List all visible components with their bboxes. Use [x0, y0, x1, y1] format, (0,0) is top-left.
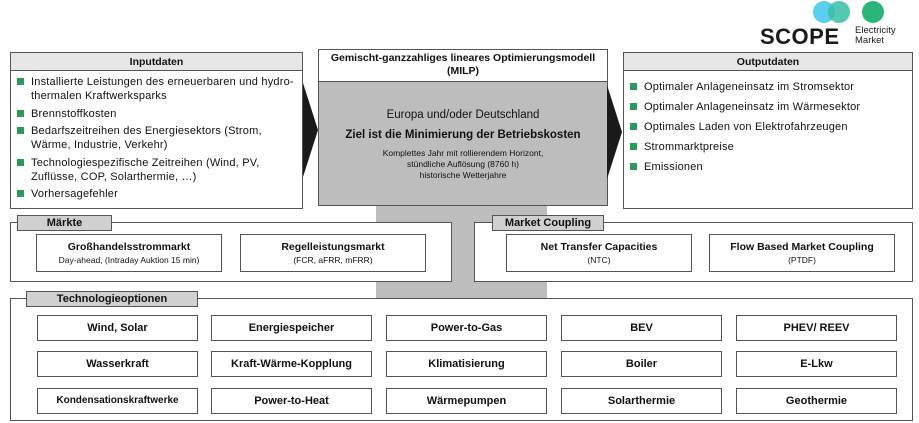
model-title-line1: Gemischt-ganzzahliges lineares Optimieru…	[330, 52, 596, 64]
bullet-square-icon	[17, 127, 24, 134]
tech-option: Boiler	[561, 351, 722, 377]
coupling-box-fbmc: Flow Based Market Coupling (PTDF)	[709, 234, 895, 272]
tech-option: Wind, Solar	[37, 315, 198, 341]
bullet-square-icon	[630, 83, 637, 90]
market-box-sub: (FCR, aFRR, mFRR)	[293, 255, 373, 265]
tech-option: Klimatisierung	[386, 351, 547, 377]
input-list-item: Technologiespezifische Zeitreihen (Wind,…	[17, 156, 298, 184]
output-list-item: Strommarktpreise	[630, 140, 908, 154]
coupling-tag: Market Coupling	[492, 215, 604, 231]
input-list-item: Brennstoffkosten	[17, 107, 298, 121]
coupling-box-title: Flow Based Market Coupling	[730, 241, 874, 253]
arrow-right-icon	[607, 85, 622, 179]
output-list-item: Optimaler Anlageneinsatz im Stromsektor	[630, 80, 908, 94]
output-list-item: Optimales Laden von Elektrofahrzeugen	[630, 120, 908, 134]
model-region: Europa und/oder Deutschland	[386, 109, 540, 121]
tech-option: Wärmepumpen	[386, 388, 547, 414]
output-list: Optimaler Anlageneinsatz im Stromsektor …	[630, 80, 908, 180]
tech-option: BEV	[561, 315, 722, 341]
tech-option: Power-to-Heat	[211, 388, 372, 414]
market-box-wholesale: Großhandelsstrommarkt Day-ahead, (Intrad…	[36, 234, 222, 272]
logo-subtitle: Electricity Market	[855, 26, 896, 46]
bullet-square-icon	[630, 123, 637, 130]
market-box-sub: Day-ahead, (Intraday Auktion 15 min)	[58, 255, 200, 265]
tech-option: Wasserkraft	[37, 351, 198, 377]
output-list-item: Emissionen	[630, 160, 908, 174]
tech-tag: Technologieoptionen	[26, 291, 198, 307]
model-goal: Ziel ist die Minimierung der Betriebskos…	[345, 129, 581, 141]
tech-option: Geothermie	[736, 388, 897, 414]
output-list-item: Optimaler Anlageneinsatz im Wärmesektor	[630, 100, 908, 114]
model-title: Gemischt-ganzzahliges lineares Optimieru…	[319, 50, 607, 82]
tech-option: Energiespeicher	[211, 315, 372, 341]
input-list-item: Bedarfszeitreihen des Energiesektors (St…	[17, 124, 298, 152]
coupling-box-sub: (NTC)	[587, 255, 611, 265]
bullet-square-icon	[630, 163, 637, 170]
tech-option: PHEV/ REEV	[736, 315, 897, 341]
tech-option: Kraft-Wärme-Kopplung	[211, 351, 372, 377]
model-detail-line2: stündliche Auflösung (8760 h)	[407, 159, 519, 169]
output-panel-title: Outputdaten	[624, 53, 912, 71]
arrow-right-icon	[303, 83, 318, 177]
tech-option: Kondensationskraftwerke	[37, 388, 198, 414]
logo-circles-icon	[813, 1, 884, 23]
tech-option: Solarthermie	[561, 388, 722, 414]
tech-option: Power-to-Gas	[386, 315, 547, 341]
bullet-square-icon	[630, 143, 637, 150]
logo-subtitle-line2: Market	[855, 35, 885, 46]
bullet-square-icon	[17, 158, 24, 166]
bullet-square-icon	[17, 190, 24, 197]
coupling-box-title: Net Transfer Capacities	[540, 241, 658, 253]
coupling-box-ntc: Net Transfer Capacities (NTC)	[506, 234, 692, 272]
input-panel-title: Inputdaten	[11, 53, 302, 71]
model-title-line2: (MILP)	[446, 65, 480, 77]
logo-subtitle-line1: Electricity	[855, 25, 896, 36]
market-box-title: Regelleistungsmarkt	[281, 241, 385, 253]
input-list-item: Installierte Leistungen des erneuerbaren…	[17, 75, 298, 103]
bullet-square-icon	[17, 109, 24, 117]
tech-option: E-Lkw	[736, 351, 897, 377]
model-detail-line1: Komplettes Jahr mit rollierendem Horizon…	[382, 148, 544, 158]
coupling-box-sub: (PTDF)	[788, 255, 816, 265]
markets-tag: Märkte	[17, 215, 112, 231]
model-body: Europa und/oder Deutschland Ziel ist die…	[319, 82, 607, 205]
model-detail-line3: historische Wetterjahre	[419, 170, 507, 180]
logo-wordmark: SCOPE	[760, 24, 840, 49]
bullet-square-icon	[17, 78, 24, 85]
input-list-item: Vorhersagefehler	[17, 187, 298, 201]
model-panel: Gemischt-ganzzahliges lineares Optimieru…	[318, 49, 608, 206]
output-panel: Outputdaten Optimaler Anlageneinsatz im …	[623, 52, 913, 209]
market-box-balancing: Regelleistungsmarkt (FCR, aFRR, mFRR)	[240, 234, 426, 272]
market-box-title: Großhandelsstrommarkt	[67, 241, 191, 253]
input-list: Installierte Leistungen des erneuerbaren…	[17, 75, 298, 205]
input-panel: Inputdaten Installierte Leistungen des e…	[10, 52, 303, 209]
bullet-square-icon	[630, 103, 637, 110]
